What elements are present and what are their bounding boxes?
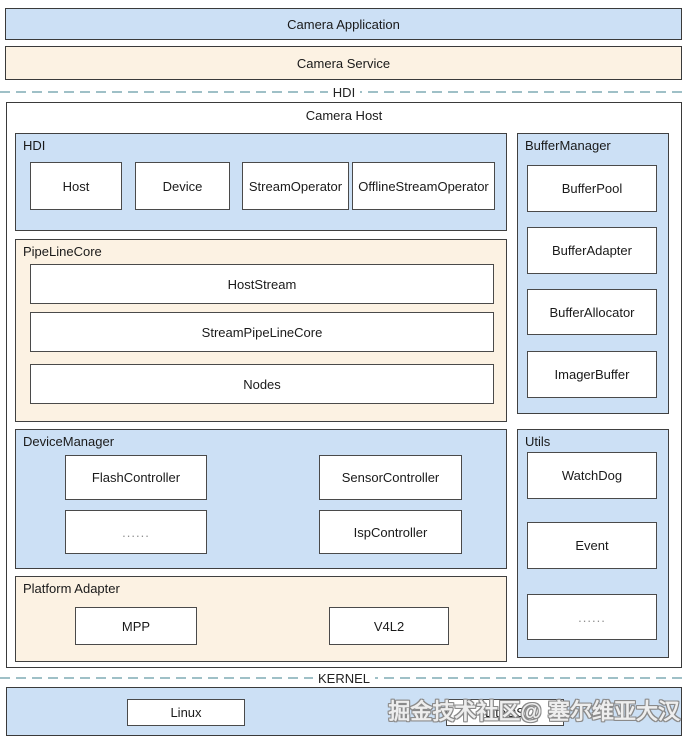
node-event: Event (527, 522, 657, 569)
node-utils-ellipsis: ...... (527, 594, 657, 640)
node-hoststream: HostStream (30, 264, 494, 304)
section-utils-label: Utils (525, 434, 551, 449)
section-pipelinecore: PipeLineCore HostStream StreamPipeLineCo… (15, 239, 507, 422)
node-devicemanager-ellipsis: ...... (65, 510, 207, 554)
node-device: Device (135, 162, 230, 210)
section-hdi-label: HDI (23, 138, 46, 153)
node-sensor-controller: SensorController (319, 455, 462, 500)
node-buffer-allocator: BufferAllocator (527, 289, 657, 335)
layer-camera-application: Camera Application (5, 8, 682, 40)
node-offline-stream-operator: OfflineStreamOperator (352, 162, 495, 210)
node-host: Host (30, 162, 122, 210)
section-devicemanager-label: DeviceManager (23, 434, 115, 449)
camera-host-title: Camera Host (305, 108, 383, 123)
node-linux: Linux (127, 699, 245, 726)
node-mpp: MPP (75, 607, 197, 645)
section-platform-adapter: Platform Adapter MPP V4L2 (15, 576, 507, 662)
section-platform-adapter-label: Platform Adapter (23, 581, 120, 596)
section-buffermanager: BufferManager BufferPool BufferAdapter B… (517, 133, 669, 414)
hdi-separator-label: HDI (327, 84, 361, 100)
node-v4l2: V4L2 (329, 607, 449, 645)
node-imager-buffer: ImagerBuffer (527, 351, 657, 398)
node-nodes: Nodes (30, 364, 494, 404)
node-buffer-adapter: BufferAdapter (527, 227, 657, 274)
separator-kernel: KERNEL (0, 670, 688, 686)
separator-hdi: HDI (0, 84, 688, 100)
node-watchdog: WatchDog (527, 452, 657, 499)
layer-kernel: Linux LiteOS (6, 687, 682, 736)
section-devicemanager: DeviceManager FlashController SensorCont… (15, 429, 507, 569)
kernel-separator-label: KERNEL (312, 670, 376, 686)
layer-camera-service: Camera Service (5, 46, 682, 80)
node-stream-operator: StreamOperator (242, 162, 349, 210)
node-liteos: LiteOS (446, 699, 564, 726)
layer-camera-service-label: Camera Service (296, 55, 391, 71)
section-utils: Utils WatchDog Event ...... (517, 429, 669, 658)
section-hdi: HDI Host Device StreamOperator OfflineSt… (15, 133, 507, 231)
section-buffermanager-label: BufferManager (525, 138, 611, 153)
node-flash-controller: FlashController (65, 455, 207, 500)
section-pipelinecore-label: PipeLineCore (23, 244, 102, 259)
node-isp-controller: IspController (319, 510, 462, 554)
camera-host-container: Camera Host HDI Host Device StreamOperat… (6, 102, 682, 668)
node-stream-pipelinecore: StreamPipeLineCore (30, 312, 494, 352)
watermark-text: 掘金技术社区@ 塞尔维亚大汉 (388, 699, 680, 724)
layer-camera-application-label: Camera Application (287, 16, 400, 32)
node-buffer-pool: BufferPool (527, 165, 657, 212)
